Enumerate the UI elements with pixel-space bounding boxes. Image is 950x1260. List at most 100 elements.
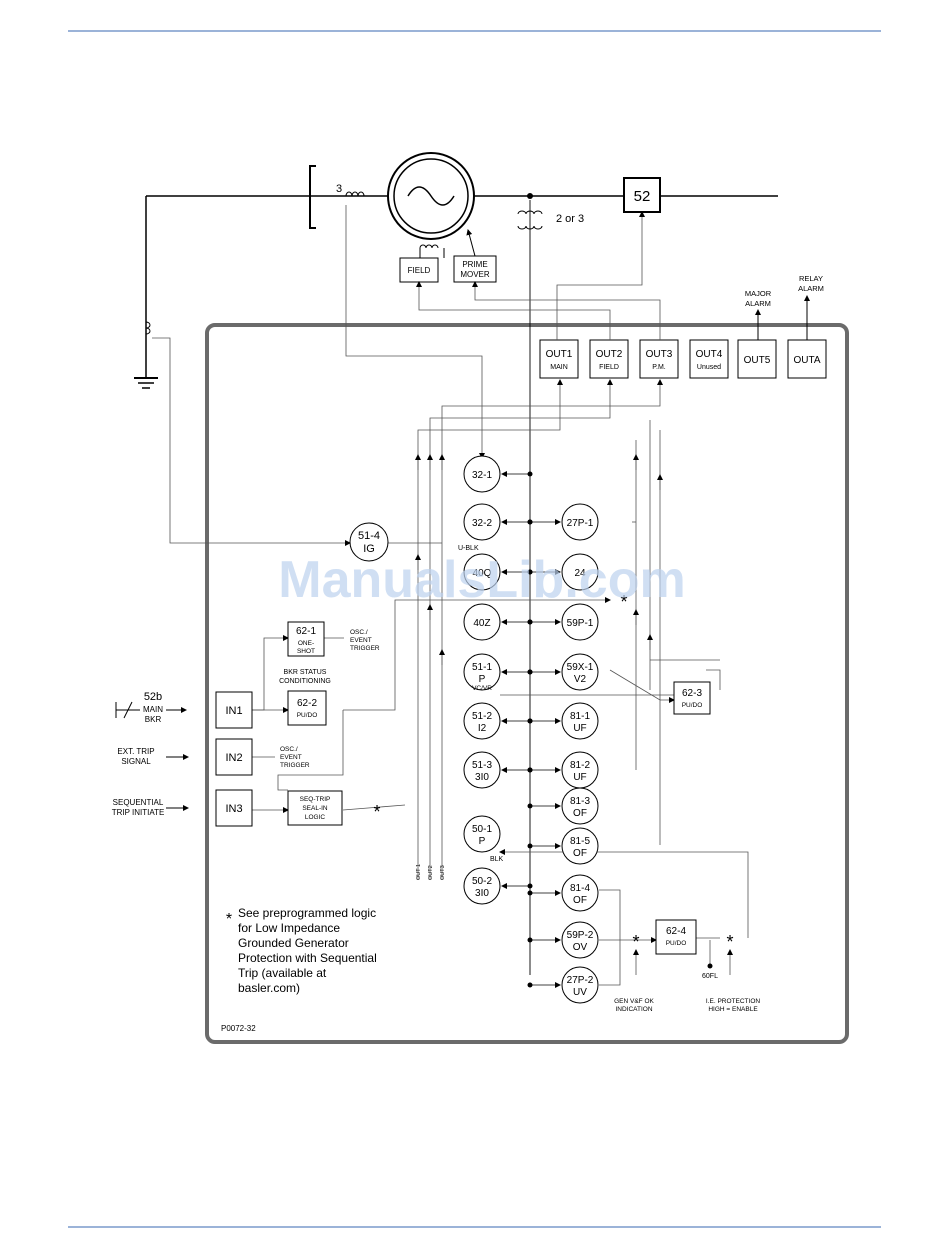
svg-text:EVENT: EVENT (350, 637, 372, 644)
svg-text:I2: I2 (478, 723, 487, 734)
svg-text:See preprogrammed logic: See preprogrammed logic (238, 906, 376, 920)
svg-text:Unused: Unused (697, 364, 721, 371)
input-in2[interactable]: IN2 (215, 738, 253, 776)
box-seq-trip[interactable]: SEQ-TRIP SEAL-IN LOGIC (287, 790, 343, 826)
svg-text:OSC./: OSC./ (280, 746, 298, 753)
60fl-label: 60FL (702, 973, 718, 980)
prime-mover-box[interactable]: PRIME MOVER (453, 255, 497, 283)
svg-text:PU/DO: PU/DO (682, 702, 703, 709)
fn-81-5[interactable]: 81-5OF (561, 827, 599, 865)
right-functions: 27P-12459P-159X-1V281-1UF81-2UF81-3OF81-… (561, 503, 599, 1004)
major-alarm-label-2: ALARM (745, 299, 771, 308)
svg-text:Protection with Sequential: Protection with Sequential (238, 951, 377, 965)
svg-text:IN2: IN2 (225, 752, 242, 764)
fn-51-2[interactable]: 51-2I2 (463, 702, 501, 740)
52b-bkr: BKR (145, 715, 162, 724)
fn-27p-2[interactable]: 27P-2UV (561, 966, 599, 1004)
field-box[interactable]: FIELD (399, 257, 439, 283)
fn-81-1[interactable]: 81-1UF (561, 702, 599, 740)
svg-text:FIELD: FIELD (408, 266, 431, 275)
fn-50-1[interactable]: 50-1P (463, 815, 501, 853)
svg-text:OUT4: OUT4 (696, 349, 723, 360)
box-62-2[interactable]: 62-2 PU/DO (287, 690, 327, 726)
breaker-52[interactable]: 52 (623, 177, 661, 213)
fn-51-4[interactable]: 51-4 IG (349, 522, 389, 562)
svg-text:OSC./: OSC./ (350, 629, 368, 636)
power-one-line (134, 165, 778, 389)
note-star: * (226, 911, 232, 928)
svg-text:IG: IG (363, 543, 375, 555)
fn-24[interactable]: 24 (561, 553, 599, 591)
output-out5[interactable]: OUT5 (737, 339, 777, 379)
fn-59p-2[interactable]: 59P-2OV (561, 921, 599, 959)
fn-40z[interactable]: 40Z (463, 603, 501, 641)
figure-id: P0072-32 (221, 1024, 256, 1033)
52b-main: MAIN (143, 705, 163, 714)
svg-text:I.E. PROTECTION: I.E. PROTECTION (706, 998, 760, 1005)
star-trip-sum: * (620, 592, 627, 612)
input-in3[interactable]: IN3 (215, 789, 253, 827)
box-62-4[interactable]: 62-4 PU/DO (655, 919, 697, 955)
fn-27p-1[interactable]: 27P-1 (561, 503, 599, 541)
60fl-dot (707, 963, 713, 969)
bottom-rule (68, 1226, 881, 1228)
box-62-3[interactable]: 62-3 PU/DO (673, 681, 711, 715)
svg-text:OF: OF (573, 848, 587, 859)
input-in1[interactable]: IN1 (215, 691, 253, 729)
fn-32-1[interactable]: 32-1 (463, 455, 501, 493)
u-blk-label: U-BLK (458, 545, 479, 552)
fn-59x-1[interactable]: 59X-1V2 (561, 653, 599, 691)
svg-text:50-1: 50-1 (472, 824, 492, 835)
ground-ct-icon (145, 321, 151, 335)
fn-81-2[interactable]: 81-2UF (561, 751, 599, 789)
osc-trigger-2: OSC./ EVENT TRIGGER (280, 746, 310, 769)
svg-text:BKR STATUS: BKR STATUS (284, 669, 327, 676)
bkr-status-label: BKR STATUS CONDITIONING (279, 669, 331, 685)
svg-text:PU/DO: PU/DO (297, 712, 318, 719)
bus-arrows (415, 454, 663, 665)
svg-text:IN3: IN3 (225, 803, 242, 815)
vt-label: 2 or 3 (556, 213, 584, 225)
svg-text:SEAL-IN: SEAL-IN (302, 805, 328, 812)
svg-text:59P-2: 59P-2 (567, 930, 594, 941)
ct-count-label: 3 (336, 183, 342, 195)
svg-text:52: 52 (634, 188, 651, 205)
star-seq-trip: * (373, 802, 380, 822)
svg-text:27P-1: 27P-1 (567, 518, 594, 529)
fn-59p-1[interactable]: 59P-1 (561, 603, 599, 641)
input-52b-symbol (115, 701, 189, 811)
fn-81-3[interactable]: 81-3OF (561, 787, 599, 825)
svg-text:59X-1: 59X-1 (567, 662, 594, 673)
seq-trip-label: SEQUENTIAL (113, 798, 164, 807)
fn-40q[interactable]: 40Q (463, 553, 501, 591)
svg-text:62-2: 62-2 (297, 698, 317, 709)
svg-text:UV: UV (573, 987, 587, 998)
ext-trip-label: EXT. TRIP (117, 747, 154, 756)
svg-text:Grounded Generator: Grounded Generator (238, 936, 349, 950)
fn-81-4[interactable]: 81-4OF (561, 874, 599, 912)
star-gen-vf: * (632, 932, 639, 952)
svg-text:OUT5: OUT5 (744, 355, 771, 366)
box-62-1[interactable]: 62-1 ONE- SHOT (287, 621, 325, 657)
svg-text:3I0: 3I0 (475, 772, 489, 783)
svg-text:OUT1: OUT1 (546, 349, 573, 360)
svg-text:81-1: 81-1 (570, 711, 590, 722)
svg-text:81-5: 81-5 (570, 836, 590, 847)
out-bus-labels: OUT 1 OUT2 OUT3 (416, 864, 446, 880)
svg-text:SHOT: SHOT (297, 648, 315, 655)
svg-text:OUT3: OUT3 (646, 349, 673, 360)
output-outa[interactable]: OUTA (787, 339, 827, 379)
top-rule (68, 30, 881, 32)
svg-text:P.M.: P.M. (652, 364, 666, 371)
svg-text:MOVER: MOVER (460, 270, 490, 279)
fn-32-2[interactable]: 32-2 (463, 503, 501, 541)
